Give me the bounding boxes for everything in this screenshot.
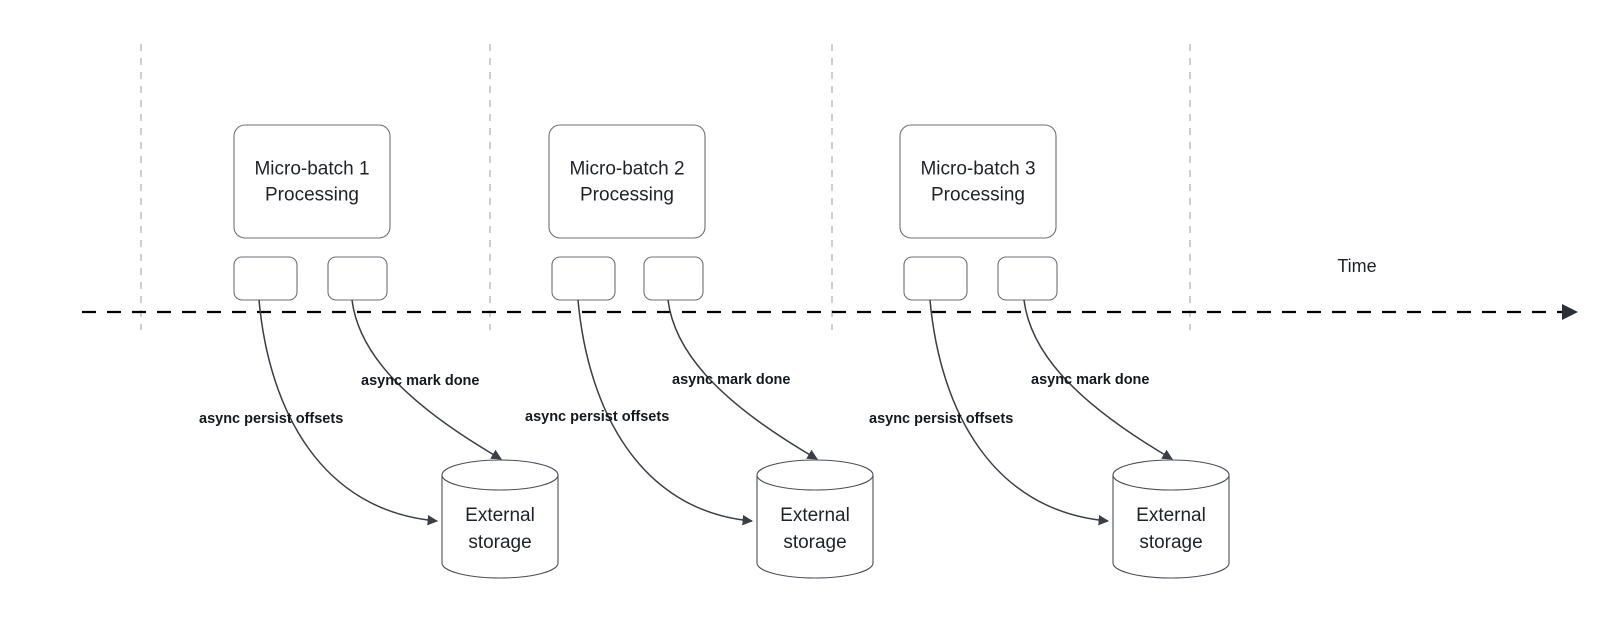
- storage-label-line1-3: External: [1136, 505, 1206, 526]
- storage-label-line1-1: External: [465, 505, 535, 526]
- task-box-3-1[interactable]: [903, 256, 968, 301]
- edge-1-1: [258, 299, 439, 526]
- edge-2-2: [667, 299, 818, 460]
- edge-2-1: [577, 299, 754, 526]
- storage-cylinder-body-1[interactable]: [441, 474, 559, 579]
- edge-3-1: [929, 299, 1110, 526]
- edge-3-2: [1023, 299, 1173, 460]
- micro-batch-label-line2-2: Processing: [580, 185, 674, 206]
- storage-label-line2-2: storage: [783, 532, 846, 553]
- micro-batch-label-line1-2: Micro-batch 2: [569, 159, 684, 180]
- micro-batch-box-2[interactable]: [548, 124, 706, 239]
- time-axis-label: Time: [1337, 256, 1376, 276]
- edge-label-1-2: async mark done: [361, 373, 479, 389]
- edge-label-2-1: async persist offsets: [525, 409, 669, 425]
- storage-cylinder-top-3: [1112, 459, 1230, 491]
- storage-cylinder-body-2[interactable]: [756, 474, 874, 579]
- task-box-2-1[interactable]: [551, 256, 616, 301]
- storage-cylinder-body-3[interactable]: [1112, 474, 1230, 579]
- edge-label-3-2: async mark done: [1031, 372, 1149, 388]
- task-box-2-2[interactable]: [643, 256, 704, 301]
- micro-batch-box-1[interactable]: [233, 124, 391, 239]
- time-axis-arrowhead: [1562, 304, 1578, 320]
- micro-batch-box-3[interactable]: [899, 124, 1057, 239]
- micro-batch-label-line2-1: Processing: [265, 185, 359, 206]
- storage-cylinder-top-1: [441, 459, 559, 491]
- edge-label-2-2: async mark done: [672, 372, 790, 388]
- micro-batch-label-line1-1: Micro-batch 1: [254, 159, 369, 180]
- task-box-1-2[interactable]: [327, 256, 388, 301]
- edge-1-2: [351, 299, 502, 460]
- storage-label-line2-1: storage: [468, 532, 531, 553]
- guide-lines-layer: [140, 44, 1191, 330]
- storage-label-line2-3: storage: [1139, 532, 1202, 553]
- edge-label-3-1: async persist offsets: [869, 411, 1013, 427]
- time-axis-layer: Time: [82, 256, 1578, 320]
- micro-batch-label-line2-3: Processing: [931, 185, 1025, 206]
- task-box-3-2[interactable]: [997, 256, 1058, 301]
- edge-label-1-1: async persist offsets: [199, 411, 343, 427]
- storage-cylinder-top-2: [756, 459, 874, 491]
- task-box-1-1[interactable]: [233, 256, 298, 301]
- micro-batch-label-line1-3: Micro-batch 3: [920, 159, 1035, 180]
- storage-label-line1-2: External: [780, 505, 850, 526]
